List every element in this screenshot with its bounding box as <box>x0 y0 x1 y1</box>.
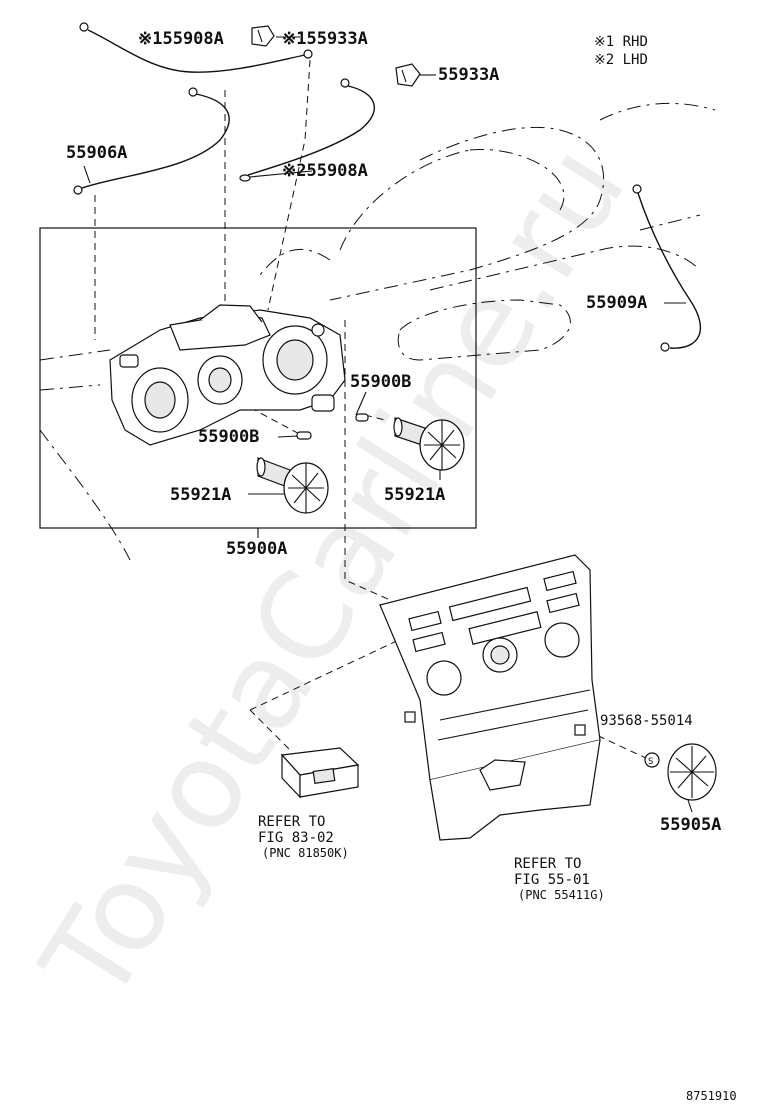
label-55905A: 55905A <box>660 815 721 835</box>
label-55908A-rhd: ※155908A <box>138 29 224 49</box>
clip-55900B-a <box>355 413 369 422</box>
label-55921A-left: 55921A <box>170 485 231 505</box>
label-55906A: 55906A <box>66 143 127 163</box>
ref1-line1: REFER TO <box>258 814 325 830</box>
clip-55933A-rhd <box>251 25 275 47</box>
knob-55921A-right <box>393 417 465 471</box>
figure-code: 8751910 <box>686 1089 737 1103</box>
cable-55908A-rhd <box>79 22 313 73</box>
label-55908A-lhd: ※255908A <box>282 161 368 181</box>
knob-55905A <box>667 743 717 801</box>
ref2-line1: REFER TO <box>514 856 581 872</box>
label-55900A: 55900A <box>226 539 287 559</box>
label-93568-55014: 93568-55014 <box>600 713 693 729</box>
switch-81850K <box>280 747 360 799</box>
label-55909A: 55909A <box>586 293 647 313</box>
label-55900B-a: 55900B <box>350 372 411 392</box>
assembly-box-55900A <box>39 227 477 529</box>
legend-rhd: ※1 RHD <box>594 34 648 50</box>
clip-55933A <box>395 63 421 87</box>
cable-55906A <box>73 87 230 195</box>
clip-55900B-b <box>296 431 312 440</box>
ref2-line3: (PNC 55411G) <box>518 888 605 902</box>
center-cluster-panel <box>379 554 601 841</box>
label-55933A-rhd: ※155933A <box>282 29 368 49</box>
screw-93568-55014: S <box>644 752 660 768</box>
legend-lhd: ※2 LHD <box>594 52 648 68</box>
cable-55909A <box>632 184 701 352</box>
ref2-line2: FIG 55-01 <box>514 872 590 888</box>
svg-text:S: S <box>648 757 653 767</box>
ref1-line2: FIG 83-02 <box>258 830 334 846</box>
knob-55921A-left <box>256 457 329 514</box>
cable-55908A-lhd <box>239 78 375 182</box>
heater-control-assembly <box>109 304 346 446</box>
ref1-line3: (PNC 81850K) <box>262 846 349 860</box>
label-55921A-right: 55921A <box>384 485 445 505</box>
label-55900B-b: 55900B <box>198 427 259 447</box>
label-55933A: 55933A <box>438 65 499 85</box>
dashboard-outline <box>39 102 716 561</box>
